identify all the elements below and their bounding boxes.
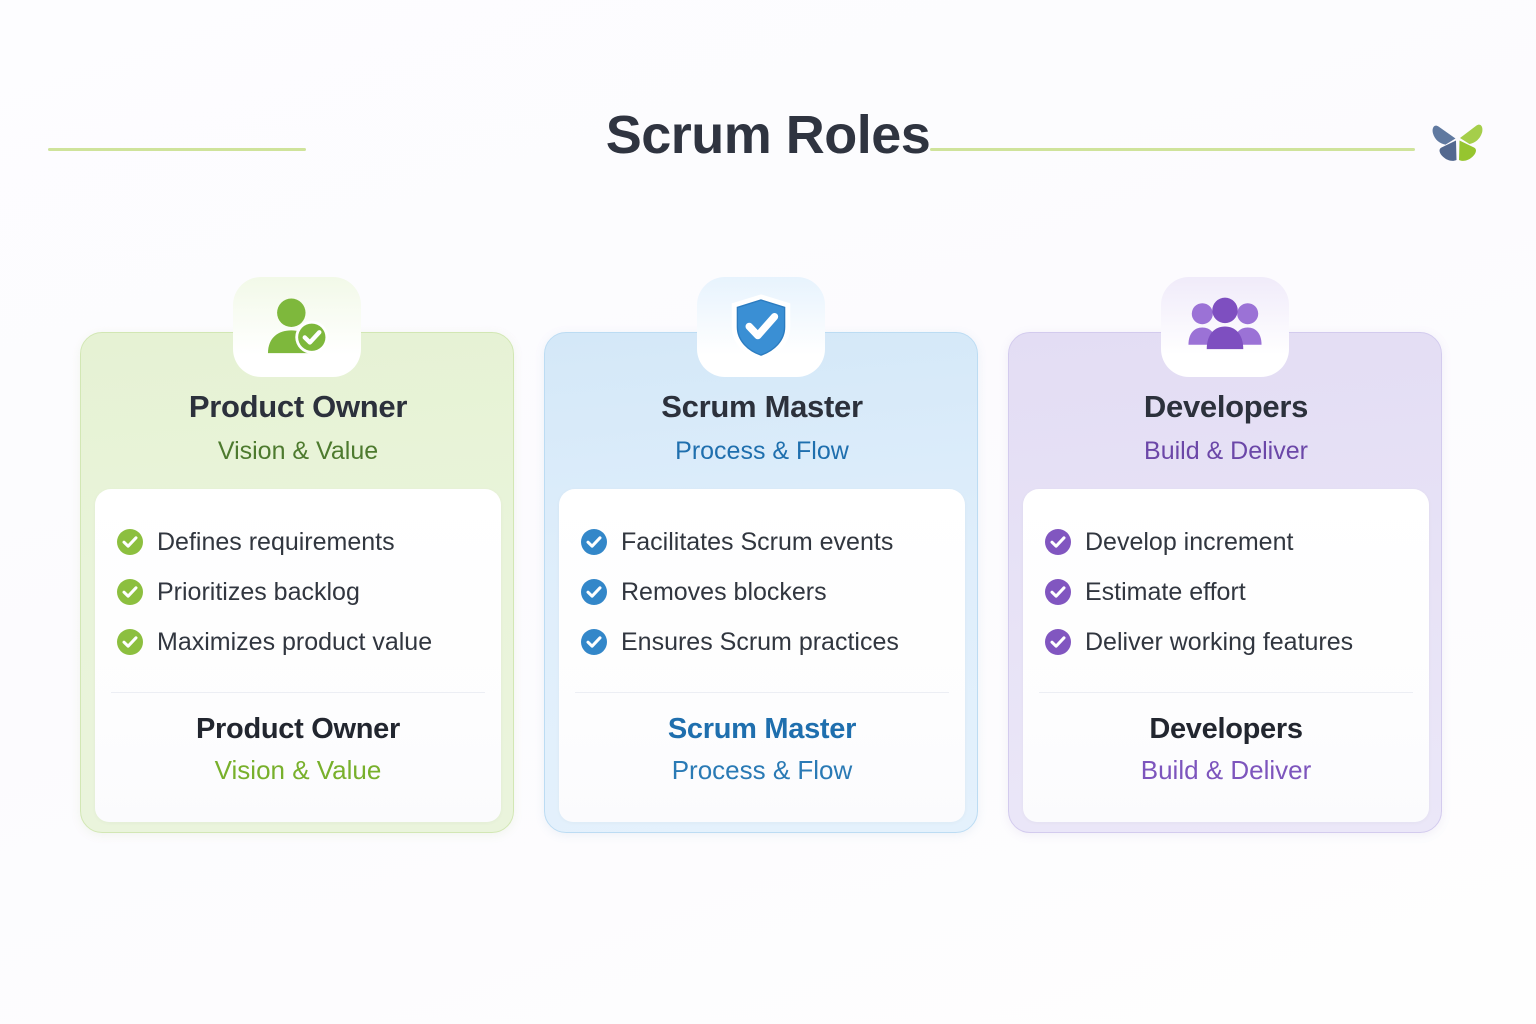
list-item-label: Defines requirements (157, 527, 395, 556)
list-item: Maximizes product value (117, 617, 487, 667)
list-item-label: Removes blockers (621, 577, 827, 606)
list-item-label: Prioritizes backlog (157, 577, 360, 606)
footer-subtitle: Build & Deliver (1140, 754, 1312, 785)
card-title: Scrum Master (661, 389, 863, 424)
card-subtitle: Build & Deliver (1144, 437, 1308, 465)
check-circle-icon (1045, 529, 1071, 555)
bullet-list: Facilitates Scrum events Removes blocker… (581, 517, 951, 667)
panel-divider (1039, 692, 1413, 693)
footer-title: Scrum Master (667, 713, 857, 745)
footer-title: Product Owner (196, 713, 400, 745)
bullet-list: Defines requirements Prioritizes backlog… (117, 517, 487, 667)
check-circle-icon (1045, 629, 1071, 655)
page-header: Scrum Roles (0, 0, 1536, 200)
card-body-developers: Developers Build & Deliver Develop incre… (1008, 332, 1442, 833)
check-circle-icon (117, 629, 143, 655)
card-header-developers: Developers Build & Deliver (1009, 333, 1441, 487)
card-title: Product Owner (188, 389, 408, 424)
list-item: Ensures Scrum practices (581, 617, 951, 667)
person-check-icon (233, 277, 361, 377)
list-item: Removes blockers (581, 567, 951, 617)
butterfly-logo (1424, 106, 1492, 174)
list-item: Estimate effort (1045, 567, 1415, 617)
card-panel-product-owner: Defines requirements Prioritizes backlog… (95, 489, 501, 822)
check-circle-icon (1045, 579, 1071, 605)
card-panel-scrum-master: Facilitates Scrum events Removes blocker… (559, 489, 965, 822)
card-panel-developers: Develop increment Estimate effort Delive… (1023, 489, 1429, 822)
card-body-scrum-master: Scrum Master Process & Flow Facilitates … (544, 332, 978, 833)
role-cards-row: Product Owner Vision & Value Defines req… (80, 277, 1456, 837)
list-item: Facilitates Scrum events (581, 517, 951, 567)
list-item: Develop increment (1045, 517, 1415, 567)
card-body-product-owner: Product Owner Vision & Value Defines req… (80, 332, 514, 833)
panel-divider (575, 692, 949, 693)
panel-divider (111, 692, 485, 693)
list-item-label: Develop increment (1085, 527, 1294, 556)
list-item: Defines requirements (117, 517, 487, 567)
bullet-list: Develop increment Estimate effort Delive… (1045, 517, 1415, 667)
panel-footer: Scrum Master Process & Flow (559, 713, 965, 785)
shield-check-icon (697, 277, 825, 377)
list-item-label: Deliver working features (1085, 627, 1354, 656)
card-title: Developers (1143, 389, 1309, 424)
list-item-label: Maximizes product value (157, 627, 433, 656)
list-item-label: Ensures Scrum practices (621, 627, 899, 656)
check-circle-icon (581, 579, 607, 605)
page-title: Scrum Roles (605, 105, 931, 165)
footer-title: Developers (1149, 713, 1303, 745)
footer-subtitle: Process & Flow (671, 754, 853, 785)
card-header-scrum-master: Scrum Master Process & Flow (545, 333, 977, 487)
header-rule-left (48, 148, 306, 151)
list-item: Prioritizes backlog (117, 567, 487, 617)
check-circle-icon (581, 629, 607, 655)
people-group-icon (1161, 277, 1289, 377)
header-rule-right (930, 148, 1415, 151)
panel-footer: Product Owner Vision & Value (95, 713, 501, 785)
list-item-label: Facilitates Scrum events (621, 527, 894, 556)
card-subtitle: Vision & Value (217, 437, 379, 465)
check-circle-icon (581, 529, 607, 555)
footer-subtitle: Vision & Value (214, 754, 382, 785)
list-item: Deliver working features (1045, 617, 1415, 667)
check-circle-icon (117, 529, 143, 555)
list-item-label: Estimate effort (1085, 577, 1246, 606)
card-subtitle: Process & Flow (675, 437, 849, 465)
icon-badge-product-owner (233, 277, 361, 377)
card-developers[interactable]: Developers Build & Deliver Develop incre… (1008, 277, 1442, 837)
check-circle-icon (117, 579, 143, 605)
card-product-owner[interactable]: Product Owner Vision & Value Defines req… (80, 277, 514, 837)
panel-footer: Developers Build & Deliver (1023, 713, 1429, 785)
card-scrum-master[interactable]: Scrum Master Process & Flow Facilitates … (544, 277, 978, 837)
card-header-product-owner: Product Owner Vision & Value (81, 333, 513, 487)
